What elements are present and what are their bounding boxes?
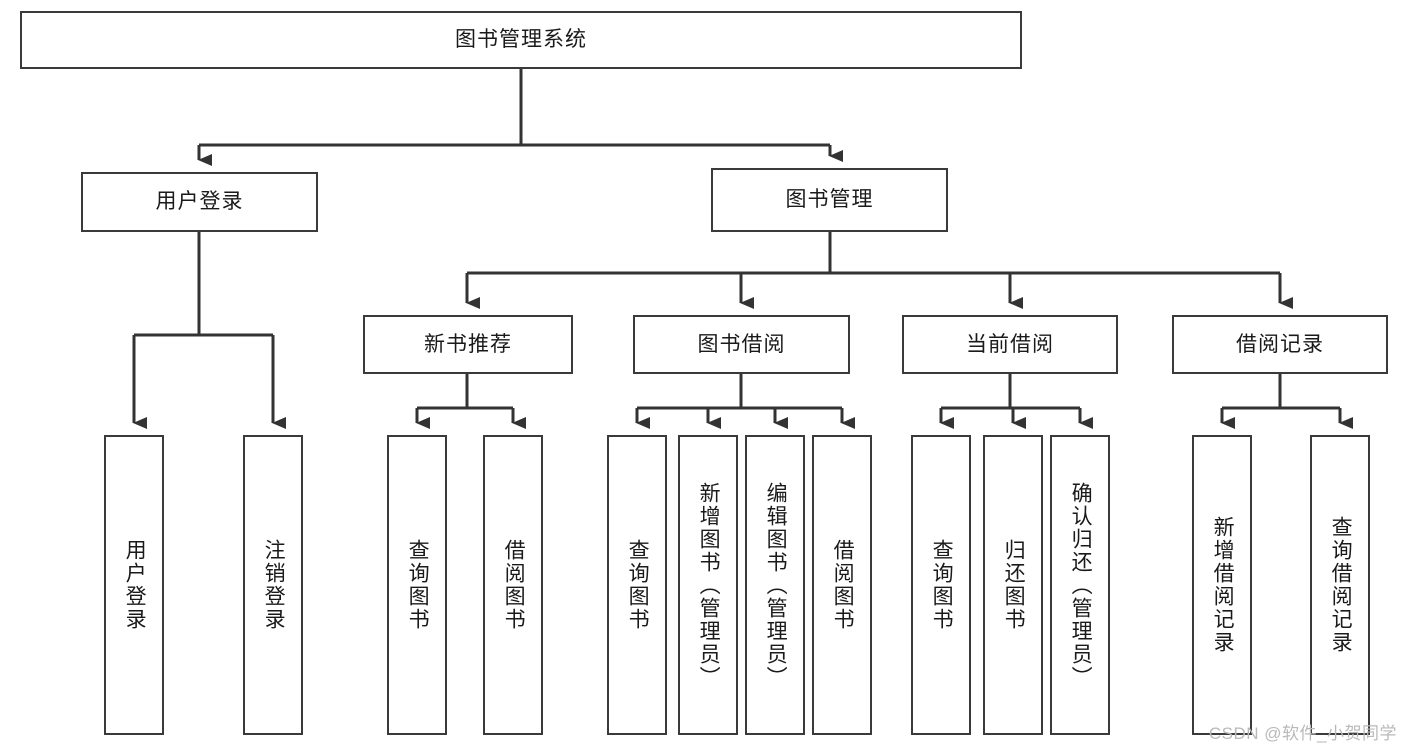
leaf-add-borrow-record[interactable]: 新增借阅记录 — [1192, 435, 1252, 735]
node-label: 查询图书 — [626, 539, 650, 631]
node-label: 当前借阅 — [966, 332, 1054, 356]
node-label: 借阅图书 — [831, 539, 855, 631]
node-label: 新增图书（管理员） — [697, 481, 721, 689]
node-label: 图书借阅 — [697, 332, 786, 356]
node-label: 图书管理 — [785, 188, 874, 212]
leaf-confirm-return-admin[interactable]: 确认归还（管理员） — [1050, 435, 1110, 735]
node-label: 查询借阅记录 — [1329, 516, 1353, 654]
node-label: 借阅记录 — [1236, 332, 1324, 356]
leaf-query-book-borrow[interactable]: 查询图书 — [607, 435, 667, 735]
node-label: 借阅图书 — [502, 539, 526, 631]
leaf-logout[interactable]: 注销登录 — [243, 435, 303, 735]
leaf-borrow-book-recommend[interactable]: 借阅图书 — [483, 435, 543, 735]
node-label: 注销登录 — [262, 539, 286, 631]
node-label: 查询图书 — [406, 539, 430, 631]
node-label: 确认归还（管理员） — [1069, 481, 1093, 689]
node-label: 归还图书 — [1002, 539, 1026, 631]
leaf-edit-book-admin[interactable]: 编辑图书（管理员） — [745, 435, 805, 735]
node-label: 新书推荐 — [424, 332, 512, 356]
node-book-borrow[interactable]: 图书借阅 — [633, 315, 850, 374]
node-new-book-recommend[interactable]: 新书推荐 — [363, 315, 573, 374]
node-book-management[interactable]: 图书管理 — [711, 168, 948, 232]
leaf-borrow-book[interactable]: 借阅图书 — [812, 435, 872, 735]
node-label: 编辑图书（管理员） — [764, 481, 788, 689]
leaf-return-book[interactable]: 归还图书 — [983, 435, 1043, 735]
node-root-book-management-system[interactable]: 图书管理系统 — [20, 11, 1022, 69]
node-label: 新增借阅记录 — [1211, 516, 1235, 654]
leaf-add-book-admin[interactable]: 新增图书（管理员） — [678, 435, 738, 735]
leaf-query-book-recommend[interactable]: 查询图书 — [387, 435, 447, 735]
leaf-query-book-current[interactable]: 查询图书 — [911, 435, 971, 735]
node-label: 查询图书 — [930, 539, 954, 631]
node-label: 用户登录 — [155, 190, 244, 214]
node-label: 图书管理系统 — [455, 28, 587, 52]
leaf-user-login[interactable]: 用户登录 — [104, 435, 164, 735]
node-borrow-records[interactable]: 借阅记录 — [1172, 315, 1388, 374]
node-current-borrow[interactable]: 当前借阅 — [902, 315, 1118, 374]
leaf-query-borrow-record[interactable]: 查询借阅记录 — [1310, 435, 1370, 735]
node-label: 用户登录 — [123, 539, 147, 631]
node-user-login[interactable]: 用户登录 — [81, 172, 318, 232]
